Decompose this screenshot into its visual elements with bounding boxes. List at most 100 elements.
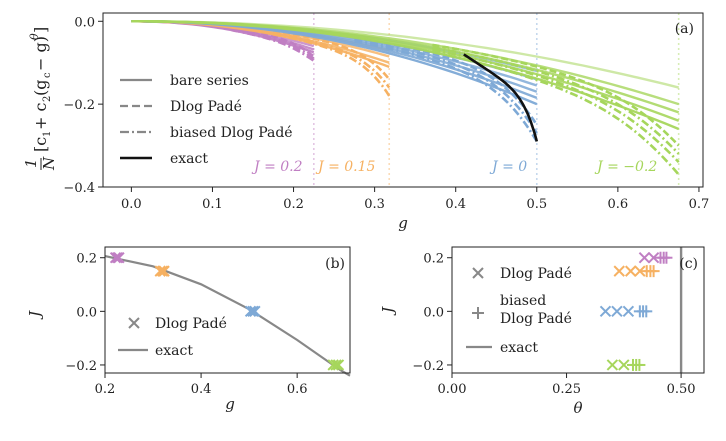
x-tick-label: 0.4 bbox=[445, 197, 466, 212]
dlog-pade-point bbox=[154, 265, 166, 277]
svg-text:− g): − g) bbox=[31, 36, 50, 71]
panel-a-ylabel: 1 N [c 1 + c 2 (g c − g) θ ] bbox=[22, 27, 58, 171]
pade-line bbox=[354, 40, 538, 143]
panel-b-legend-exact: exact bbox=[155, 343, 193, 359]
y-tick-label: −0.2 bbox=[65, 359, 97, 374]
panel-b-ylabel: J bbox=[26, 310, 44, 320]
dlog-pade-point bbox=[249, 305, 261, 318]
y-tick-label: −0.2 bbox=[63, 98, 95, 113]
y-tick-label: 0.2 bbox=[76, 252, 97, 267]
svg-text:2: 2 bbox=[42, 96, 53, 102]
svg-text:]: ] bbox=[31, 27, 50, 33]
panel-c-ylabel: J bbox=[379, 306, 397, 316]
y-tick-label: 0.0 bbox=[76, 305, 97, 320]
y-tick-label: −0.2 bbox=[412, 359, 444, 374]
panel-c-marks bbox=[599, 247, 683, 373]
pade-line bbox=[231, 28, 315, 60]
dlog-pade-point bbox=[613, 265, 625, 277]
y-tick-label: 0.0 bbox=[74, 15, 95, 30]
svg-text:1: 1 bbox=[42, 131, 53, 137]
svg-text:+ c: + c bbox=[31, 103, 50, 130]
pade-line bbox=[432, 48, 680, 164]
dlog-pade-point bbox=[113, 252, 125, 264]
x-tick-label: 0.50 bbox=[667, 382, 696, 397]
x-tick-label: 0.2 bbox=[95, 382, 116, 397]
dlog-pade-point bbox=[599, 305, 612, 318]
panel-b-label: (b) bbox=[325, 256, 345, 272]
panel-c-frame bbox=[451, 246, 705, 374]
legend-exact: exact bbox=[170, 151, 208, 167]
pade-line bbox=[272, 33, 391, 97]
dlog-pade-point bbox=[109, 252, 122, 264]
dlog-pade-point bbox=[330, 359, 342, 371]
dlog-pade-point bbox=[156, 265, 169, 277]
panel-a-frame bbox=[102, 12, 704, 188]
svg-text:θ: θ bbox=[28, 33, 41, 40]
annotation-j-0-15: J = 0.15 bbox=[315, 159, 376, 175]
panel-c-ticks: 0.00 0.25 0.50 0.2 0.0 −0.2 bbox=[412, 252, 695, 397]
dlog-pade-point bbox=[111, 252, 124, 264]
panel-a-series bbox=[131, 13, 680, 187]
legend-biased-dlog-pade: biased Dlog Padé bbox=[170, 125, 293, 141]
dlog-pade-point bbox=[606, 359, 619, 371]
x-tick-label: 0.7 bbox=[689, 197, 710, 212]
panel-c-xlabel: θ bbox=[573, 399, 582, 417]
dlog-pade-point bbox=[611, 305, 623, 318]
svg-text:N: N bbox=[40, 156, 58, 171]
dlog-pade-point bbox=[332, 359, 345, 371]
dlog-pade-point bbox=[247, 305, 259, 318]
svg-text:(g: (g bbox=[31, 80, 50, 96]
panel-c-legend-dlog: Dlog Padé bbox=[500, 266, 572, 282]
x-tick-label: 0.6 bbox=[287, 382, 308, 397]
exact-line bbox=[463, 53, 539, 142]
dlog-pade-point bbox=[634, 265, 646, 277]
svg-text:c: c bbox=[42, 72, 53, 78]
biased-dlog-pade-point bbox=[640, 305, 653, 318]
panel-b-legend: Dlog Padé exact bbox=[118, 316, 227, 359]
dlog-pade-point bbox=[647, 252, 660, 264]
panel-c-legend-exact: exact bbox=[500, 340, 538, 356]
dlog-pade-point bbox=[244, 305, 257, 318]
exact-curve bbox=[104, 255, 351, 377]
pade-line bbox=[354, 38, 538, 134]
panel-a-legend: bare series Dlog Padé biased Dlog Padé e… bbox=[120, 73, 293, 167]
biased-dlog-pade-point bbox=[647, 265, 660, 278]
pade-line bbox=[272, 30, 391, 81]
panel-b-frame bbox=[104, 246, 351, 374]
x-tick-label: 0.00 bbox=[438, 382, 467, 397]
y-tick-label: −0.4 bbox=[63, 181, 95, 196]
dlog-pade-point bbox=[158, 265, 170, 277]
y-tick-label: 0.2 bbox=[423, 252, 444, 267]
x-tick-label: 0.2 bbox=[283, 197, 304, 212]
panel-a-ylabel-frac: 1 bbox=[22, 158, 40, 168]
panel-c-label: (c) bbox=[679, 256, 698, 272]
legend-dlog-pade: Dlog Padé bbox=[170, 99, 242, 115]
panel-b-marks bbox=[104, 252, 351, 377]
x-tick-label: 0.3 bbox=[364, 197, 385, 212]
y-tick-label: 0.0 bbox=[423, 305, 444, 320]
svg-text:[c: [c bbox=[31, 137, 50, 152]
dlog-pade-point bbox=[618, 359, 630, 371]
biased-dlog-pade-point bbox=[660, 251, 673, 264]
panel-b-xlabel: g bbox=[225, 395, 235, 413]
panel-c: 0.00 0.25 0.50 0.2 0.0 −0.2 (c) θ J Dlog Padé… bbox=[379, 246, 705, 417]
dlog-pade-point bbox=[638, 252, 651, 264]
panel-b-legend-dlog: Dlog Padé bbox=[155, 316, 227, 332]
panel-a-xlabel: g bbox=[398, 214, 408, 232]
annotation-j-0-2: J = 0.2 bbox=[251, 159, 303, 175]
x-tick-label: 0.25 bbox=[552, 382, 581, 397]
dlog-pade-point bbox=[622, 305, 635, 318]
x-tick-label: 0.1 bbox=[202, 197, 223, 212]
x-tick-label: 0.0 bbox=[121, 197, 142, 212]
x-tick-label: 0.5 bbox=[526, 197, 547, 212]
biased-dlog-pade-point bbox=[633, 358, 646, 371]
pade-line bbox=[272, 31, 391, 89]
